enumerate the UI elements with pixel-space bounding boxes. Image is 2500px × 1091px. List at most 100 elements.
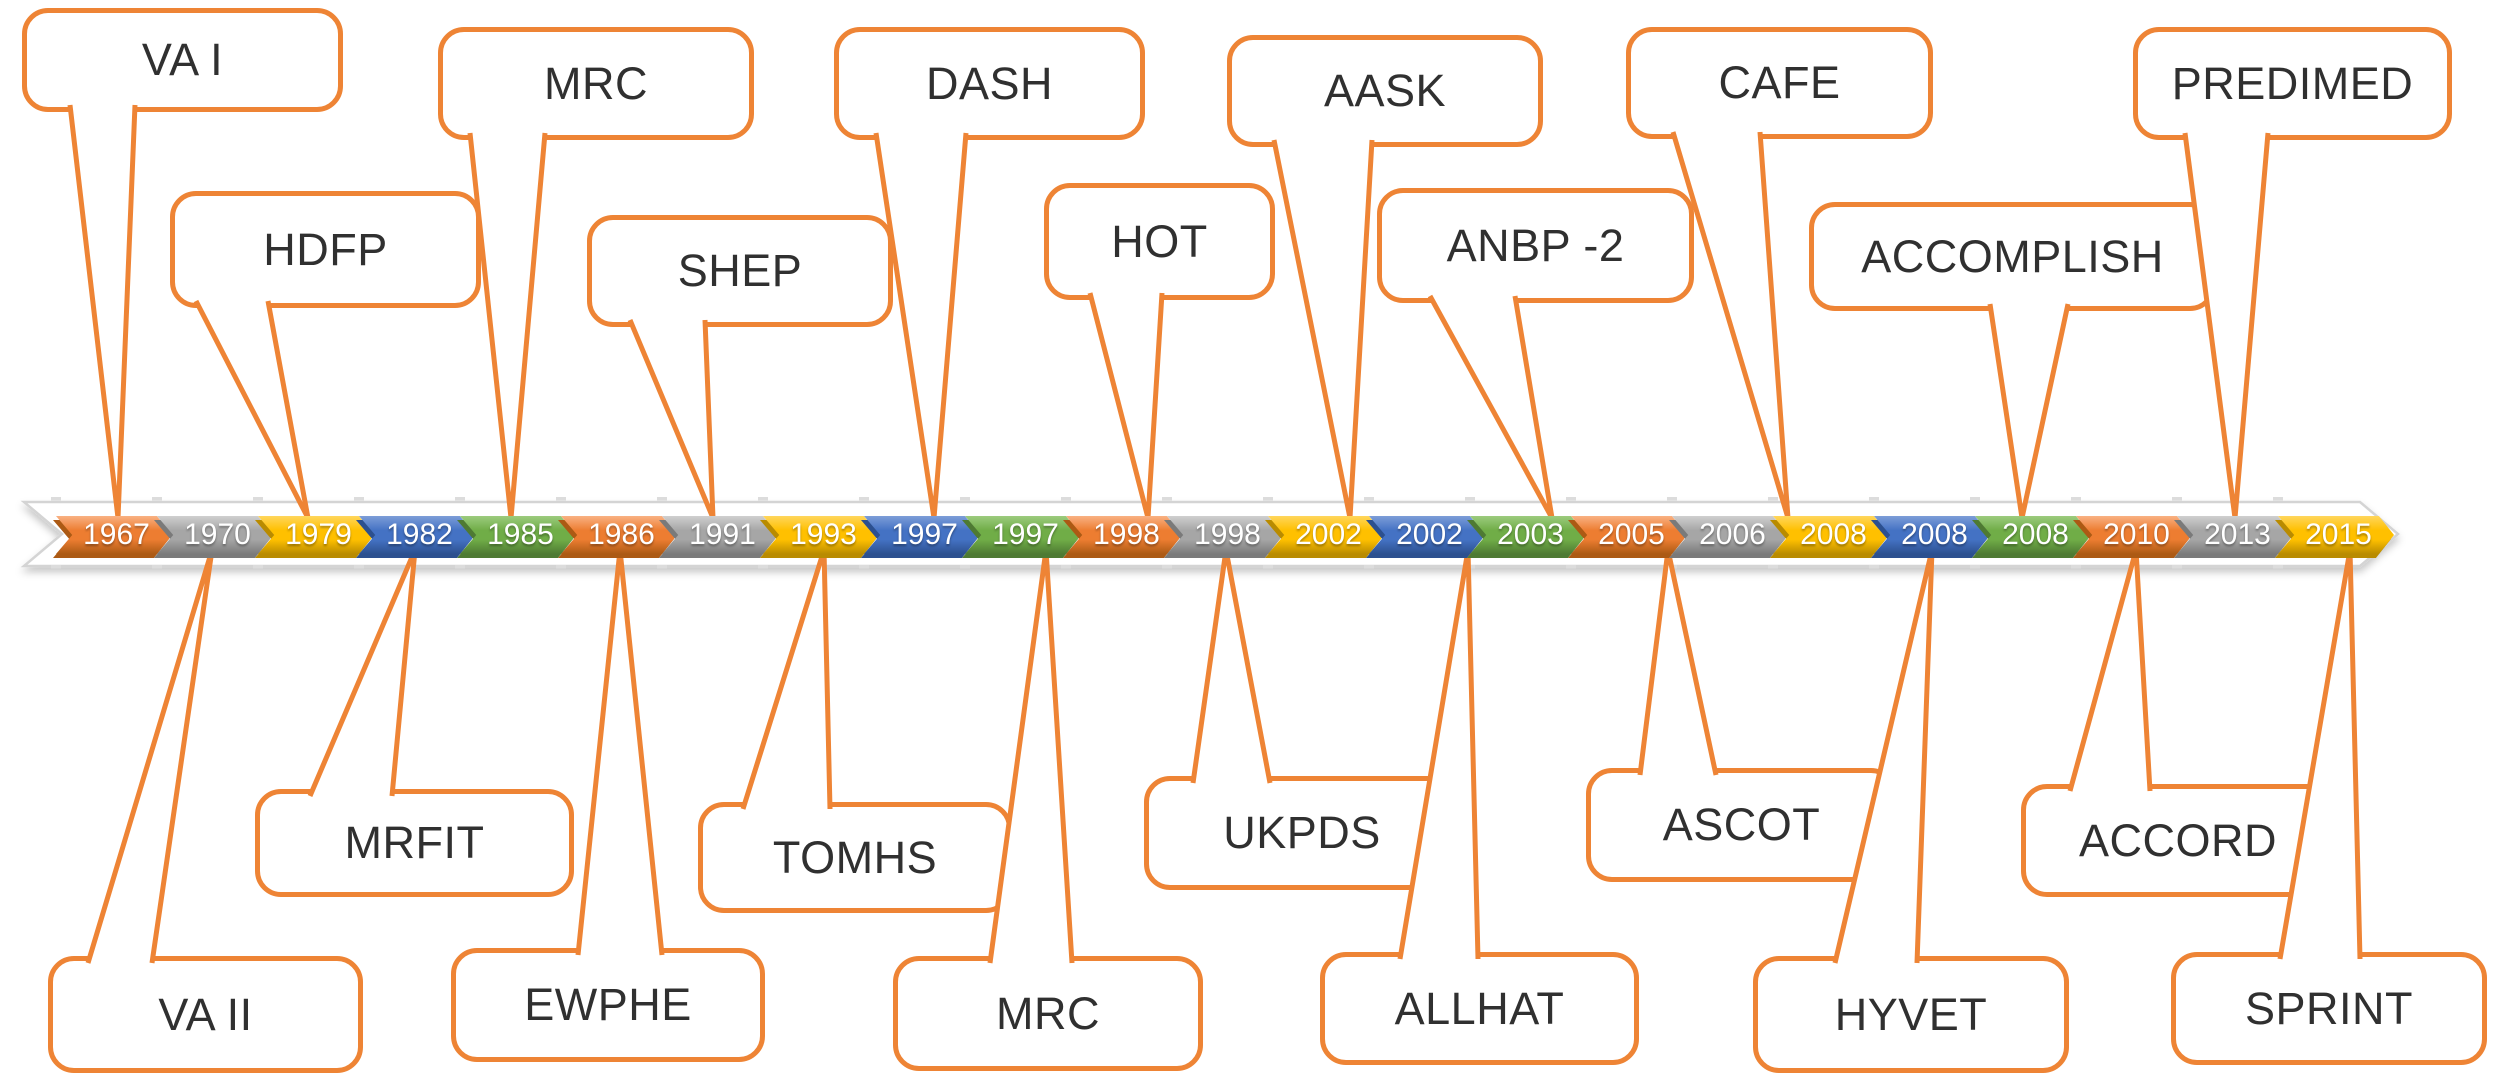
callout-label: ASCOT [1662, 799, 1821, 850]
year-chevron-1993-gold: 1993 [763, 516, 879, 554]
year-label: 1970 [184, 518, 251, 551]
callout-tail-fill [470, 133, 545, 518]
band-tick [152, 497, 162, 501]
band-tick [1667, 497, 1677, 501]
year-chevron-2008-gold: 2008 [1773, 516, 1889, 554]
year-label: 1979 [285, 518, 352, 551]
callout-accord-bottom: ACCORD [2021, 784, 2335, 897]
band-tick [1970, 497, 1980, 501]
year-chevron-1997-green: 1997 [965, 516, 1081, 554]
year-chevron-1997-blue: 1997 [864, 516, 980, 554]
callout-tail-fill [1090, 293, 1162, 518]
band-tick [2172, 565, 2182, 569]
year-label: 2005 [1598, 518, 1665, 551]
year-chevron-1998-orange: 1998 [1066, 516, 1182, 554]
year-chevron-2002-blue: 2002 [1369, 516, 1485, 554]
year-label: 1991 [689, 518, 756, 551]
band-tick [152, 565, 162, 569]
band-tick [1364, 565, 1374, 569]
callout-shep-top: SHEP [587, 215, 893, 327]
year-label: 1985 [487, 518, 554, 551]
callout-hdfp-top: HDFP [170, 191, 481, 308]
year-label: 1998 [1093, 518, 1160, 551]
year-chevron-1979-gold: 1979 [258, 516, 374, 554]
year-chevron-1982-blue: 1982 [359, 516, 475, 554]
band-tick [354, 497, 364, 501]
year-label: 2013 [2204, 518, 2271, 551]
callout-label: ANBP -2 [1446, 219, 1625, 271]
callout-cafe-top: CAFE [1626, 27, 1933, 139]
year-label: 2002 [1295, 518, 1362, 551]
band-tick [1162, 497, 1172, 501]
band-tick [556, 565, 566, 569]
callout-tail-fill [70, 105, 135, 518]
band-tick [253, 497, 263, 501]
band-tick [51, 497, 61, 501]
callout-label: UKPDS [1223, 807, 1381, 858]
band-tick [1768, 497, 1778, 501]
band-tick [455, 497, 465, 501]
band-tick [2273, 497, 2283, 501]
year-label: 2006 [1699, 518, 1766, 551]
year-label: 1993 [790, 518, 857, 551]
year-chevron-1985-green: 1985 [460, 516, 576, 554]
callout-hyvet-bottom: HYVET [1753, 956, 2069, 1073]
year-chevron-2002-gold: 2002 [1268, 516, 1384, 554]
callout-tail-fill [578, 550, 662, 955]
year-chevron-2006-gray: 2006 [1672, 516, 1788, 554]
year-chevron-1998-gray: 1998 [1167, 516, 1283, 554]
year-label: 2002 [1396, 518, 1463, 551]
band-tick [758, 497, 768, 501]
callout-label: AASK [1323, 65, 1447, 116]
callout-label: MRC [544, 57, 648, 109]
band-tick [960, 497, 970, 501]
band-tick [2071, 497, 2081, 501]
callout-label: VA I [141, 34, 224, 85]
band-tick [2071, 565, 2081, 569]
callout-label: HOT [1111, 215, 1208, 267]
callout-label: MRC [996, 987, 1100, 1039]
year-chevron-2010-orange: 2010 [2076, 516, 2192, 554]
band-tick [1061, 497, 1071, 501]
year-chevron-2015-gold: 2015 [2278, 516, 2394, 554]
year-label: 2008 [2002, 518, 2069, 551]
callout-ukpds-bottom: UKPDS [1144, 776, 1460, 890]
callout-mrc-top: MRC [438, 27, 754, 140]
year-label: 2008 [1901, 518, 1968, 551]
band-tick [758, 565, 768, 569]
band-tick [455, 565, 465, 569]
band-tick [253, 565, 263, 569]
callout-label: TOMHS [772, 831, 938, 883]
year-label: 2003 [1497, 518, 1564, 551]
callout-anbp-2-top: ANBP -2 [1377, 188, 1694, 303]
year-chevron-1991-gray: 1991 [662, 516, 778, 554]
year-label: 2010 [2103, 518, 2170, 551]
band-tick [1970, 565, 1980, 569]
band-tick [1566, 497, 1576, 501]
callout-label: ACCORD [2078, 814, 2277, 866]
callout-sprint-bottom: SPRINT [2171, 952, 2487, 1065]
band-tick [657, 497, 667, 501]
callout-tail-fill [1990, 304, 2068, 518]
year-chevron-1970-gray: 1970 [157, 516, 273, 554]
year-chevron-2008-green: 2008 [1975, 516, 2091, 554]
band-tick [2172, 497, 2182, 501]
callout-tail-fill [2070, 550, 2150, 791]
callout-label: MRFIT [344, 817, 485, 868]
year-chevron-2008-blue: 2008 [1874, 516, 1990, 554]
callout-label: CAFE [1718, 57, 1841, 108]
band-tick [1768, 565, 1778, 569]
callout-label: ACCOMPLISH [1861, 230, 2164, 282]
callout-label: EWPHE [524, 979, 692, 1030]
band-tick [354, 565, 364, 569]
band-tick [2273, 565, 2283, 569]
callout-label: DASH [925, 57, 1054, 109]
band-tick [859, 565, 869, 569]
band-tick [556, 497, 566, 501]
year-label: 1982 [386, 518, 453, 551]
callout-tail-fill [1193, 550, 1270, 783]
band-tick [1162, 565, 1172, 569]
